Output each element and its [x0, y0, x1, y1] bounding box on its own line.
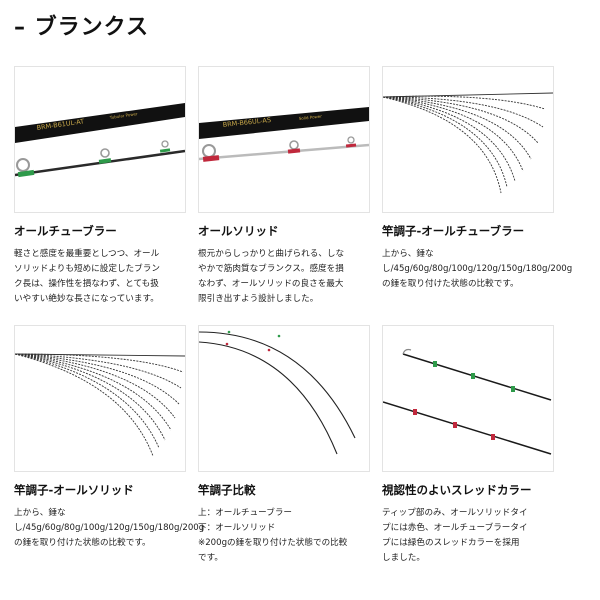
card-caption: 竿調子-オールソリッド: [14, 483, 134, 497]
card-caption: 竿調子-オールチューブラー: [382, 224, 525, 238]
card-bend-solid: 竿調子-オールソリッド 上から、錘なし/45g/60g/80g/100g/120…: [14, 325, 205, 551]
card-description: 上から、錘なし/45g/60g/80g/100g/120g/150g/180g/…: [382, 249, 573, 289]
card-caption: 竿調子比較: [198, 483, 256, 497]
card-description: 上から、錘なし/45g/60g/80g/100g/120g/150g/180g/…: [14, 508, 205, 548]
card-description: ティップ部のみ、オールソリッドタイプには赤色、オールチューブラータイプには緑色の…: [382, 508, 528, 563]
card-description: 根元からしっかりと曲げられる、しなやかで筋肉質なブランクス。感度を損なわず、オー…: [198, 249, 345, 304]
card-description: 上：オールチューブラー下：オールソリッド※200gの錘を取り付けた状態での比較で…: [198, 508, 348, 563]
card-all-solid: BRM-B66UL-AS Solid Power オールソリッド 根元からしっか…: [198, 66, 370, 307]
rod-small-label: Tubular Power: [108, 111, 138, 120]
bend-comparison-solid-image: [14, 325, 186, 472]
card-description: 軽さと感度を最重要としつつ、オールソリッドよりも短めに設定したブランク長は、操作…: [14, 249, 160, 304]
page-title: – ブランクス: [14, 15, 149, 40]
bend-comparison-tubular-image: [382, 66, 554, 213]
card-thread-color: 視認性のよいスレッドカラー ティップ部のみ、オールソリッドタイプには赤色、オール…: [382, 325, 554, 566]
rod-closeup-solid-image: BRM-B66UL-AS Solid Power: [198, 66, 370, 213]
card-bend-tubular: 竿調子-オールチューブラー 上から、錘なし/45g/60g/80g/100g/1…: [382, 66, 573, 292]
thread-color-image: [382, 325, 554, 472]
card-bend-compare: 竿調子比較 上：オールチューブラー下：オールソリッド※200gの錘を取り付けた状…: [198, 325, 370, 566]
bend-comparison-image: [198, 325, 370, 472]
rod-closeup-tubular-image: BRM-B61UL-AT Tubular Power: [14, 66, 186, 213]
card-all-tubular: BRM-B61UL-AT Tubular Power オールチューブラー 軽さと…: [14, 66, 186, 307]
rod-small-label: Solid Power: [299, 114, 323, 121]
card-caption: オールソリッド: [198, 224, 279, 238]
card-caption: 視認性のよいスレッドカラー: [382, 483, 532, 497]
card-caption: オールチューブラー: [14, 224, 117, 238]
